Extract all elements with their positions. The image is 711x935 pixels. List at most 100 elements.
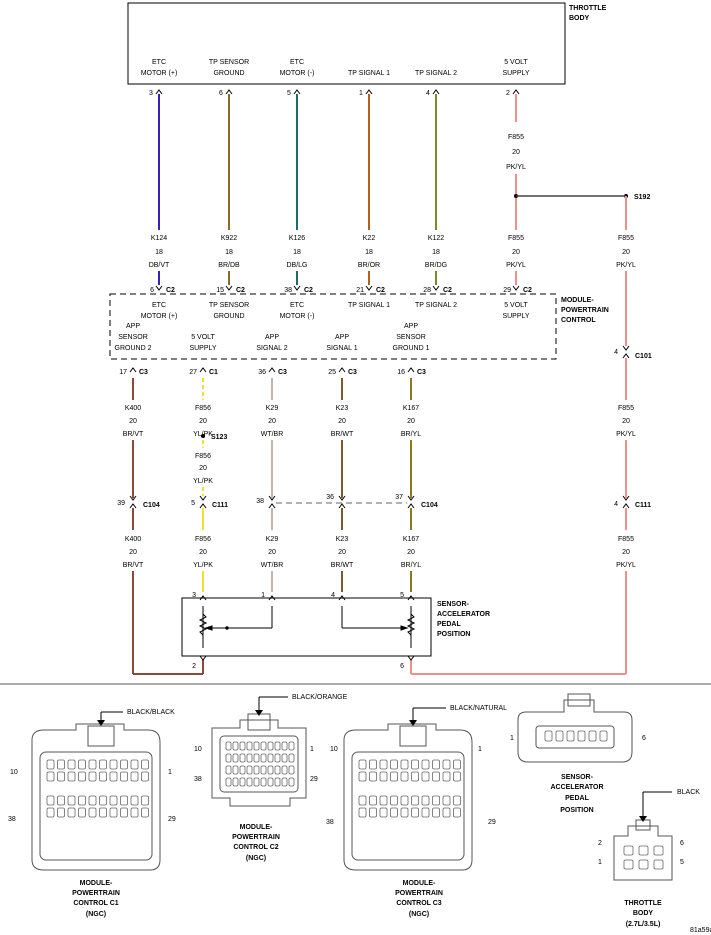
c1-grid-cavity [99,759,107,770]
c1-grid-cavity [130,807,139,818]
c1-grid-cavity [57,795,65,806]
app-title-4: POSITION [560,807,593,814]
tb-pin-name-5-1: SUPPLY [502,70,529,77]
f855-right-color-2: PK/YL [616,562,636,569]
c1-pin-38: 38 [8,816,16,823]
tb-wire-gauge-3: 18 [365,249,373,256]
pcm-lower-fork-0 [129,367,137,373]
lower-fork-bottom-0 [129,503,137,509]
c1-grid-cavity [46,771,55,782]
c2-pin-name-4-0: TP SIGNAL 2 [415,302,457,309]
pcm-lower-fork-1 [199,367,207,373]
f855-right-gauge-0: 20 [622,249,630,256]
c1-grid-cavity [141,795,149,806]
f855-right-circuit-1: F855 [618,405,634,412]
c1-grid-cavity [46,795,55,806]
c2-grid-cavity [253,741,260,751]
c1-title-1: MODULE- [80,880,113,887]
tb-wire-circuit-2: K126 [289,235,305,242]
pcm-lower-name-4-1: SENSOR [396,334,426,341]
c2-pin-number-4: 28 [423,287,431,294]
c2-grid-cavity [246,765,253,775]
c3-title-2: POWERTRAIN [395,890,443,897]
c3-grid-cavity [442,807,451,818]
c101-pin: 4 [614,349,618,356]
c2-grid-cavity [239,765,246,775]
connector-app-view: 1 6 SENSOR- ACCELERATOR PEDAL POSITION [510,693,646,814]
c2-grid-cavity [232,753,239,763]
c3-grid-cavity [453,771,461,782]
f855-right-color-1: PK/YL [616,431,636,438]
c2-grid-cavity [288,753,295,763]
c1-grid-cavity [99,771,107,782]
c1-grid-cavity [78,807,86,818]
pcm-lower-name-3-0: APP [335,334,349,341]
app-grid-cavity [588,730,597,742]
pcm-lower-name-0-1: SENSOR [118,334,148,341]
c2-conn-label-3: C2 [376,287,385,294]
wires-layer [129,89,630,675]
app-grid-cavity [566,730,575,742]
c2-pin-number-2: 38 [284,287,292,294]
tb-title-3: (2.7L/3.5L) [626,921,661,928]
c1-pin-grid [46,759,149,818]
c1-grid-cavity [120,795,128,806]
tb-pin-name-3-0: TP SIGNAL 1 [348,70,390,77]
c2-callout: BLACK/ORANGE [292,694,348,701]
c2-conn-label-5: C2 [523,287,532,294]
sensor-bottom-fork-1 [407,655,415,661]
figure-code: 81a59a8 [690,927,711,934]
c2-pin-number-0: 6 [150,287,154,294]
f855-upper-gauge: 20 [512,149,520,156]
pcm-lower-pin-4: 16 [397,369,405,376]
c101-label: C101 [635,353,652,360]
c3-grid-cavity [390,795,398,806]
c2-grid-cavity [274,765,281,775]
tb-wire-gauge-1: 18 [225,249,233,256]
c1-grid-cavity [109,807,118,818]
lower-wire-b-circuit-4: K167 [403,536,419,543]
c2-grid-cavity [225,741,232,751]
pcm-lower-fork-3 [338,367,346,373]
tb-wire-gauge-0: 18 [155,249,163,256]
c2-grid-cavity [225,765,232,775]
c1-grid-cavity [57,771,65,782]
app-grid-cavity [555,730,564,742]
c111-right-fork-top [622,495,630,501]
c1-grid-cavity [141,759,149,770]
pcm-lower-conn-0: C3 [139,369,148,376]
tb-wire-circuit-3: K22 [363,235,376,242]
sensor-top-pin-3: 5 [400,592,404,599]
pcm-lower-pin-0: 17 [119,369,127,376]
pcm-lower-name-3-1: SIGNAL 1 [326,345,357,352]
lower-wire-a-color-4: BR/YL [401,431,421,438]
c2-pin-name-0-0: ETC [152,302,166,309]
f856-mid-circuit: F856 [195,453,211,460]
lower-fork-top-2 [268,495,276,501]
c2-grid-cavity [267,765,274,775]
c3-grid-cavity [421,771,430,782]
lower-wire-b-color-1: YL/PK [193,562,213,569]
c104-pin-39: 39 [117,500,125,507]
tb-pin-1: 1 [598,859,602,866]
c1-title-2: POWERTRAIN [72,890,120,897]
c2-pin-fork-4 [432,285,440,291]
c3-grid-cavity [453,795,461,806]
c104-label-right: C104 [421,502,438,509]
c2-conn-label-1: C2 [236,287,245,294]
c2-pin-name-1-1: GROUND [213,313,244,320]
f855-right-color-0: PK/YL [616,262,636,269]
c3-grid-cavity [421,759,430,770]
f855-upper-circuit: F855 [508,134,524,141]
c2-grid-cavity [267,753,274,763]
tb-wire-color-5: PK/YL [506,262,526,269]
sensor-internals [198,606,416,648]
pcm-lower-conn-2: C3 [278,369,287,376]
tb-pin-fork-3 [365,89,373,95]
f856-mid-color: YL/PK [193,478,213,485]
c3-grid-cavity [411,759,419,770]
tb-pin-number-2: 5 [287,90,291,97]
c2-grid-cavity [260,765,267,775]
c2-grid-cavity [274,777,281,787]
